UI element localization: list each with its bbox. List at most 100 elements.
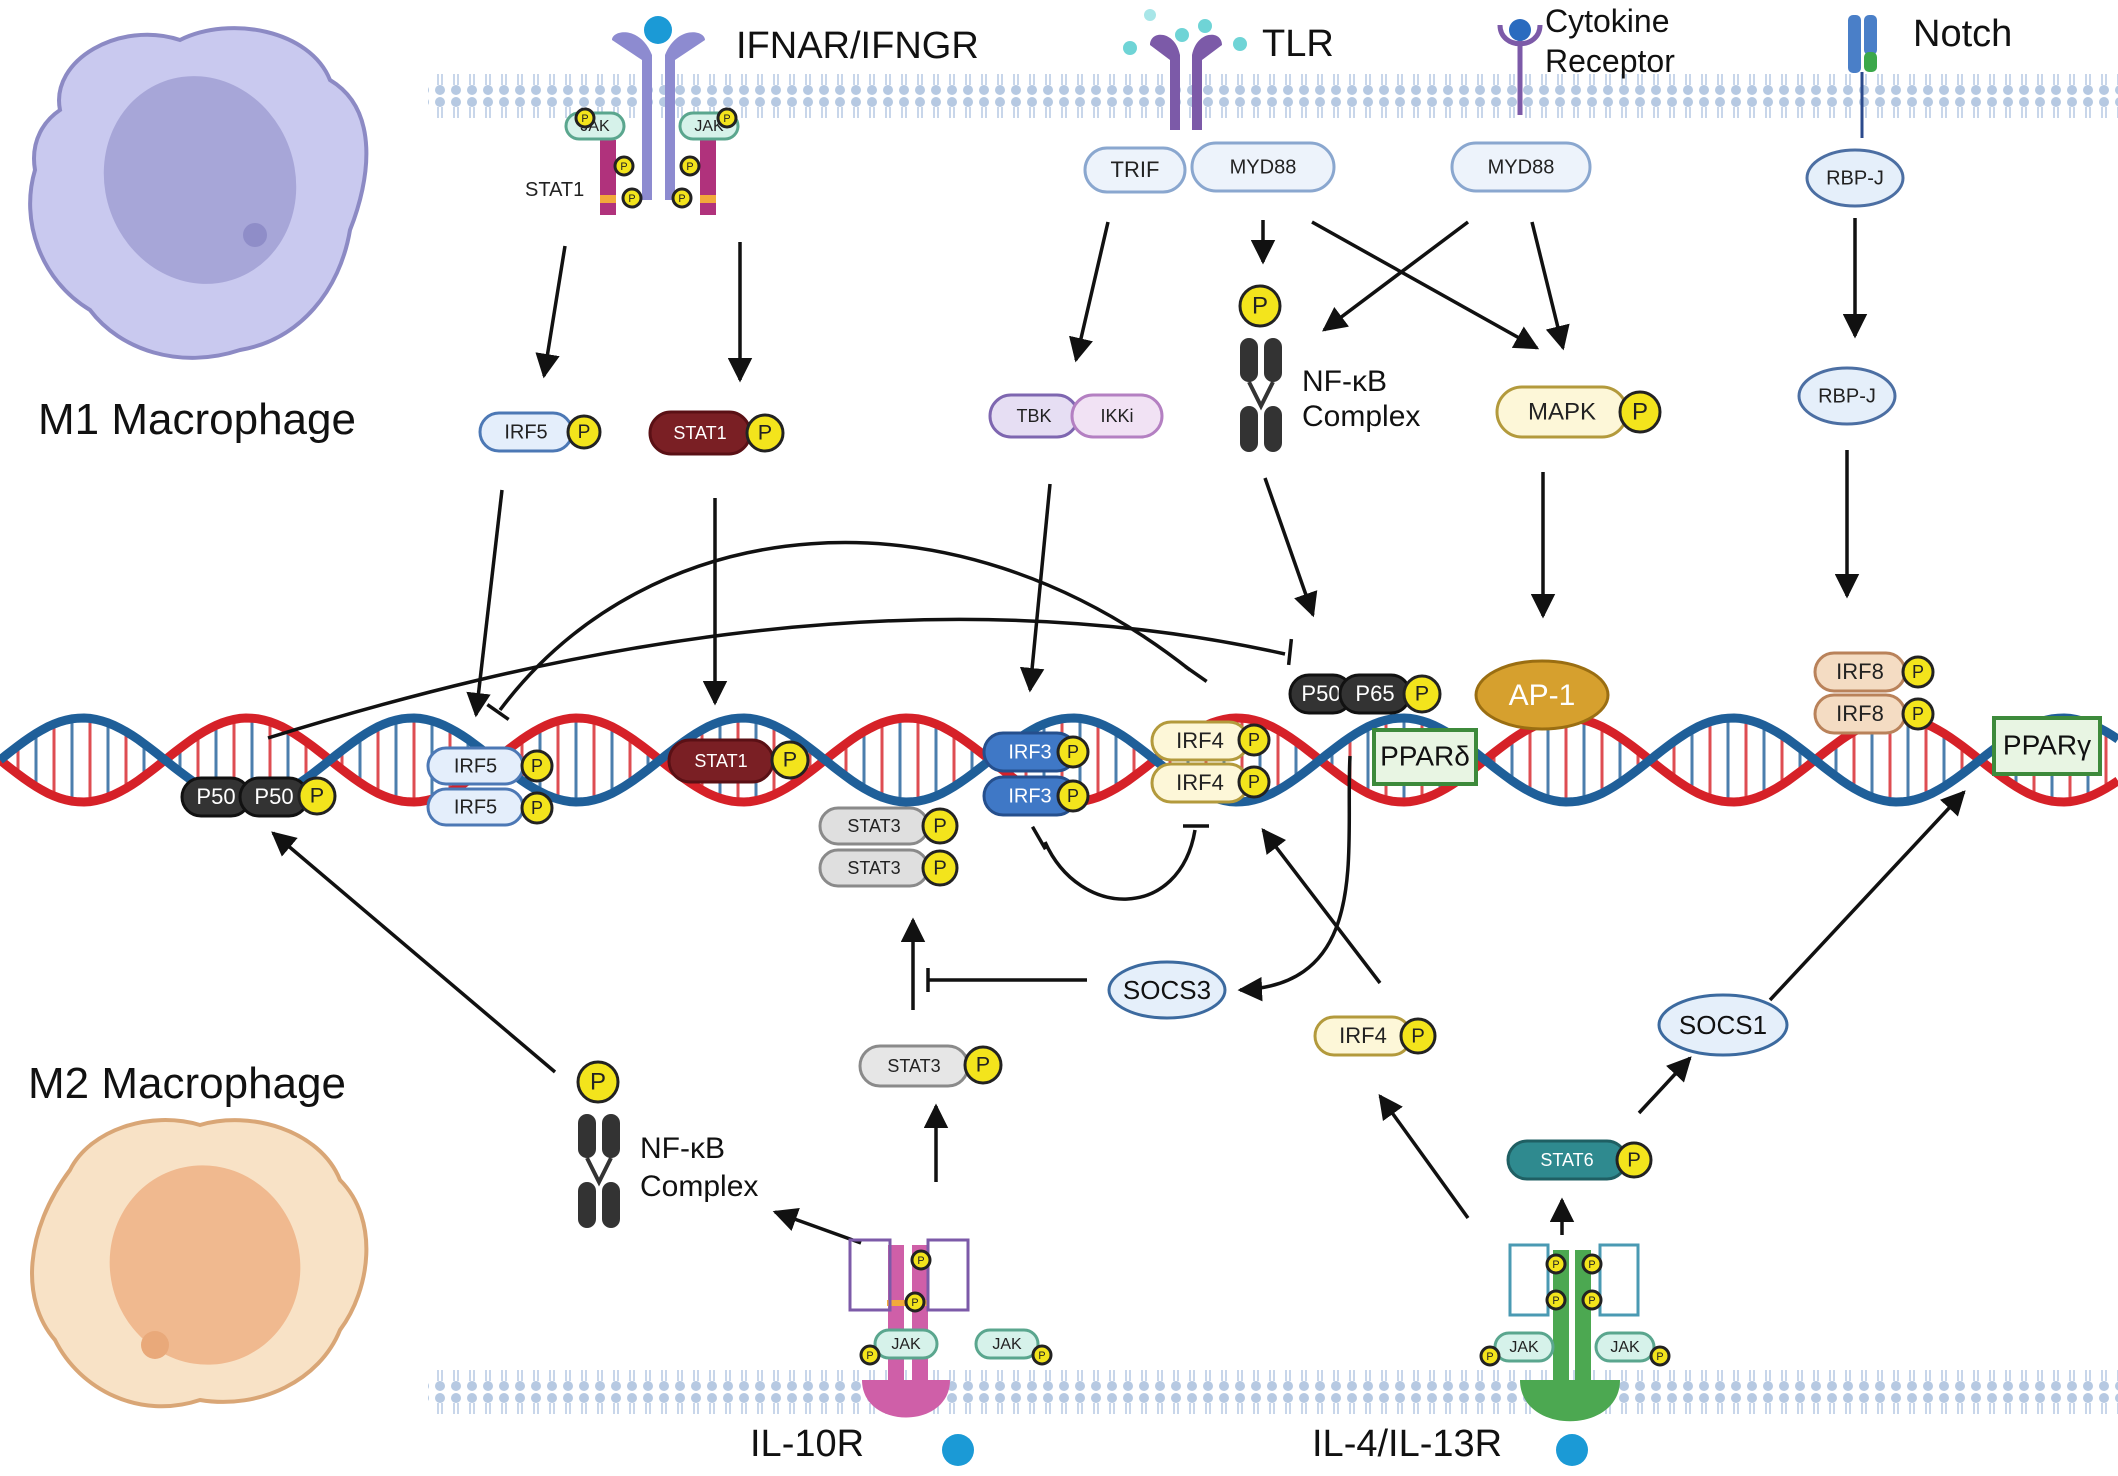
irf5-dna-b-label: IRF5 bbox=[454, 796, 497, 818]
phosphate-icon bbox=[520, 791, 554, 825]
phosphate-label: P bbox=[1552, 1259, 1559, 1271]
p65-dna-label: P65 bbox=[1355, 681, 1394, 706]
phosphate-icon bbox=[921, 849, 959, 887]
phosphate-icon bbox=[566, 414, 602, 450]
myd88-tlr-label: MYD88 bbox=[1230, 156, 1297, 178]
trif-label: TRIF bbox=[1111, 157, 1160, 182]
phosphate-icon bbox=[1056, 735, 1090, 769]
inhibition-bar bbox=[486, 703, 510, 721]
ikki-label: IKKi bbox=[1100, 406, 1133, 426]
phosphate-icon bbox=[921, 807, 959, 845]
p50-b-dna-label: P50 bbox=[254, 784, 293, 809]
jak-il10r-right-label: JAK bbox=[992, 1336, 1022, 1353]
phosphate-icon bbox=[297, 776, 337, 816]
phosphate-icon bbox=[716, 107, 738, 129]
ppard-shape bbox=[1372, 728, 1478, 786]
dna-strand-b bbox=[0, 713, 2118, 807]
stat6-label: STAT6 bbox=[1540, 1150, 1593, 1170]
phosphate-label: P bbox=[1627, 1149, 1641, 1171]
nfkb-bottom-label-line1: NF-κB bbox=[640, 1132, 725, 1165]
phosphate-icon bbox=[1649, 1345, 1671, 1367]
nfkb-bottom-subunit bbox=[602, 1182, 620, 1228]
trif-shape bbox=[1083, 146, 1187, 194]
phosphate-label: P bbox=[723, 113, 730, 125]
phosphate-icon bbox=[1618, 390, 1662, 434]
phosphate-icon bbox=[1237, 765, 1271, 799]
phosphate-label: P bbox=[1248, 730, 1260, 750]
inhibition-bar bbox=[1184, 665, 1208, 683]
activation-arrow bbox=[1378, 1094, 1470, 1220]
nfkb-top-subunit bbox=[1264, 406, 1282, 452]
phosphate-icon bbox=[1545, 1253, 1567, 1275]
myd88-tlr-shape bbox=[1190, 141, 1336, 193]
phosphate-icon bbox=[1615, 1141, 1653, 1179]
activation-arrow bbox=[271, 831, 557, 1074]
phosphate-label: P bbox=[628, 193, 635, 205]
phosphate-label: P bbox=[686, 161, 693, 173]
nfkb-top-label-line2: Complex bbox=[1302, 400, 1420, 433]
phosphate-label: P bbox=[976, 1052, 990, 1077]
jak-il10r-left-label: JAK bbox=[891, 1336, 921, 1353]
stat3-dna-b-label: STAT3 bbox=[847, 858, 900, 878]
cytokine-receptor-label-line1: Cytokine bbox=[1545, 3, 1670, 39]
il10r-label: IL-10R bbox=[750, 1423, 864, 1465]
activation-arrow bbox=[1019, 483, 1052, 693]
myd88-cytokine-shape bbox=[1450, 141, 1592, 193]
ikki-shape bbox=[1070, 393, 1164, 439]
phosphate-icon bbox=[770, 740, 810, 780]
stat1-cytoplasm-label: STAT1 bbox=[673, 423, 726, 443]
irf5-dna-a-label: IRF5 bbox=[454, 755, 497, 777]
stat1-dna-label: STAT1 bbox=[694, 751, 747, 771]
phosphate-label: P bbox=[1067, 786, 1079, 806]
jak-il10r-left-shape bbox=[873, 1328, 939, 1360]
jak-il4r-right-label: JAK bbox=[1610, 1339, 1640, 1356]
irf3-dna-b-label: IRF3 bbox=[1008, 785, 1051, 807]
activation-arrow bbox=[1311, 220, 1540, 350]
phosphate-icon bbox=[904, 1291, 926, 1313]
irf4-cytoplasm-label: IRF4 bbox=[1339, 1023, 1387, 1048]
p50-inhibition-curve bbox=[267, 617, 1286, 740]
phosphate-label: P bbox=[531, 798, 543, 818]
phosphate-label: P bbox=[933, 857, 947, 879]
phosphate-label: P bbox=[581, 113, 588, 125]
activation-arrow bbox=[1530, 221, 1570, 351]
phosphate-icon bbox=[1901, 655, 1935, 689]
activation-arrow bbox=[1322, 220, 1470, 332]
nfkb-top-subunit bbox=[1240, 338, 1258, 382]
jak-ifnar-right-label: JAK bbox=[694, 118, 724, 135]
activation-arrow bbox=[1768, 790, 1966, 1002]
phosphate-label: P bbox=[1248, 772, 1260, 792]
phosphate-label: P bbox=[866, 1350, 873, 1362]
phosphate-icon bbox=[963, 1045, 1003, 1085]
nfkb-bottom-subunit bbox=[578, 1182, 596, 1228]
irf3-dna-a-label: IRF3 bbox=[1008, 741, 1051, 763]
irf8-dna-b-label: IRF8 bbox=[1836, 701, 1884, 726]
phosphate-icon bbox=[910, 1249, 932, 1271]
phosphate-icon bbox=[1402, 674, 1442, 714]
phosphate-label: P bbox=[1411, 1025, 1425, 1047]
phosphate-label: P bbox=[1912, 704, 1924, 724]
mapk-label: MAPK bbox=[1528, 398, 1596, 425]
phosphate-label: P bbox=[1415, 681, 1429, 706]
activation-arrow bbox=[1263, 477, 1318, 618]
cytokine-receptor-label-line2: Receptor bbox=[1545, 43, 1675, 79]
stat3-dna-a-label: STAT3 bbox=[847, 816, 900, 836]
phosphate-icon bbox=[1479, 1345, 1501, 1367]
phosphate-label: P bbox=[1656, 1351, 1663, 1363]
rbpj-top-label: RBP-J bbox=[1826, 167, 1884, 189]
ppard-label: PPARδ bbox=[1380, 740, 1470, 771]
pparg-shape bbox=[1992, 716, 2102, 776]
phosphate-label: P bbox=[678, 193, 685, 205]
phosphate-icon bbox=[679, 155, 701, 177]
phosphate-label: P bbox=[917, 1255, 924, 1267]
nfkb-top-linker bbox=[1247, 381, 1275, 411]
nfkb-top-subunit bbox=[1264, 338, 1282, 382]
irf4-dna-a-label: IRF4 bbox=[1176, 728, 1224, 753]
nfkb-bottom-subunit bbox=[602, 1114, 620, 1158]
cytokine-receptor bbox=[1497, 19, 1543, 115]
myd88-cytokine-label: MYD88 bbox=[1488, 156, 1555, 178]
phosphate-label: P bbox=[1552, 1295, 1559, 1307]
phosphate-icon bbox=[574, 107, 596, 129]
